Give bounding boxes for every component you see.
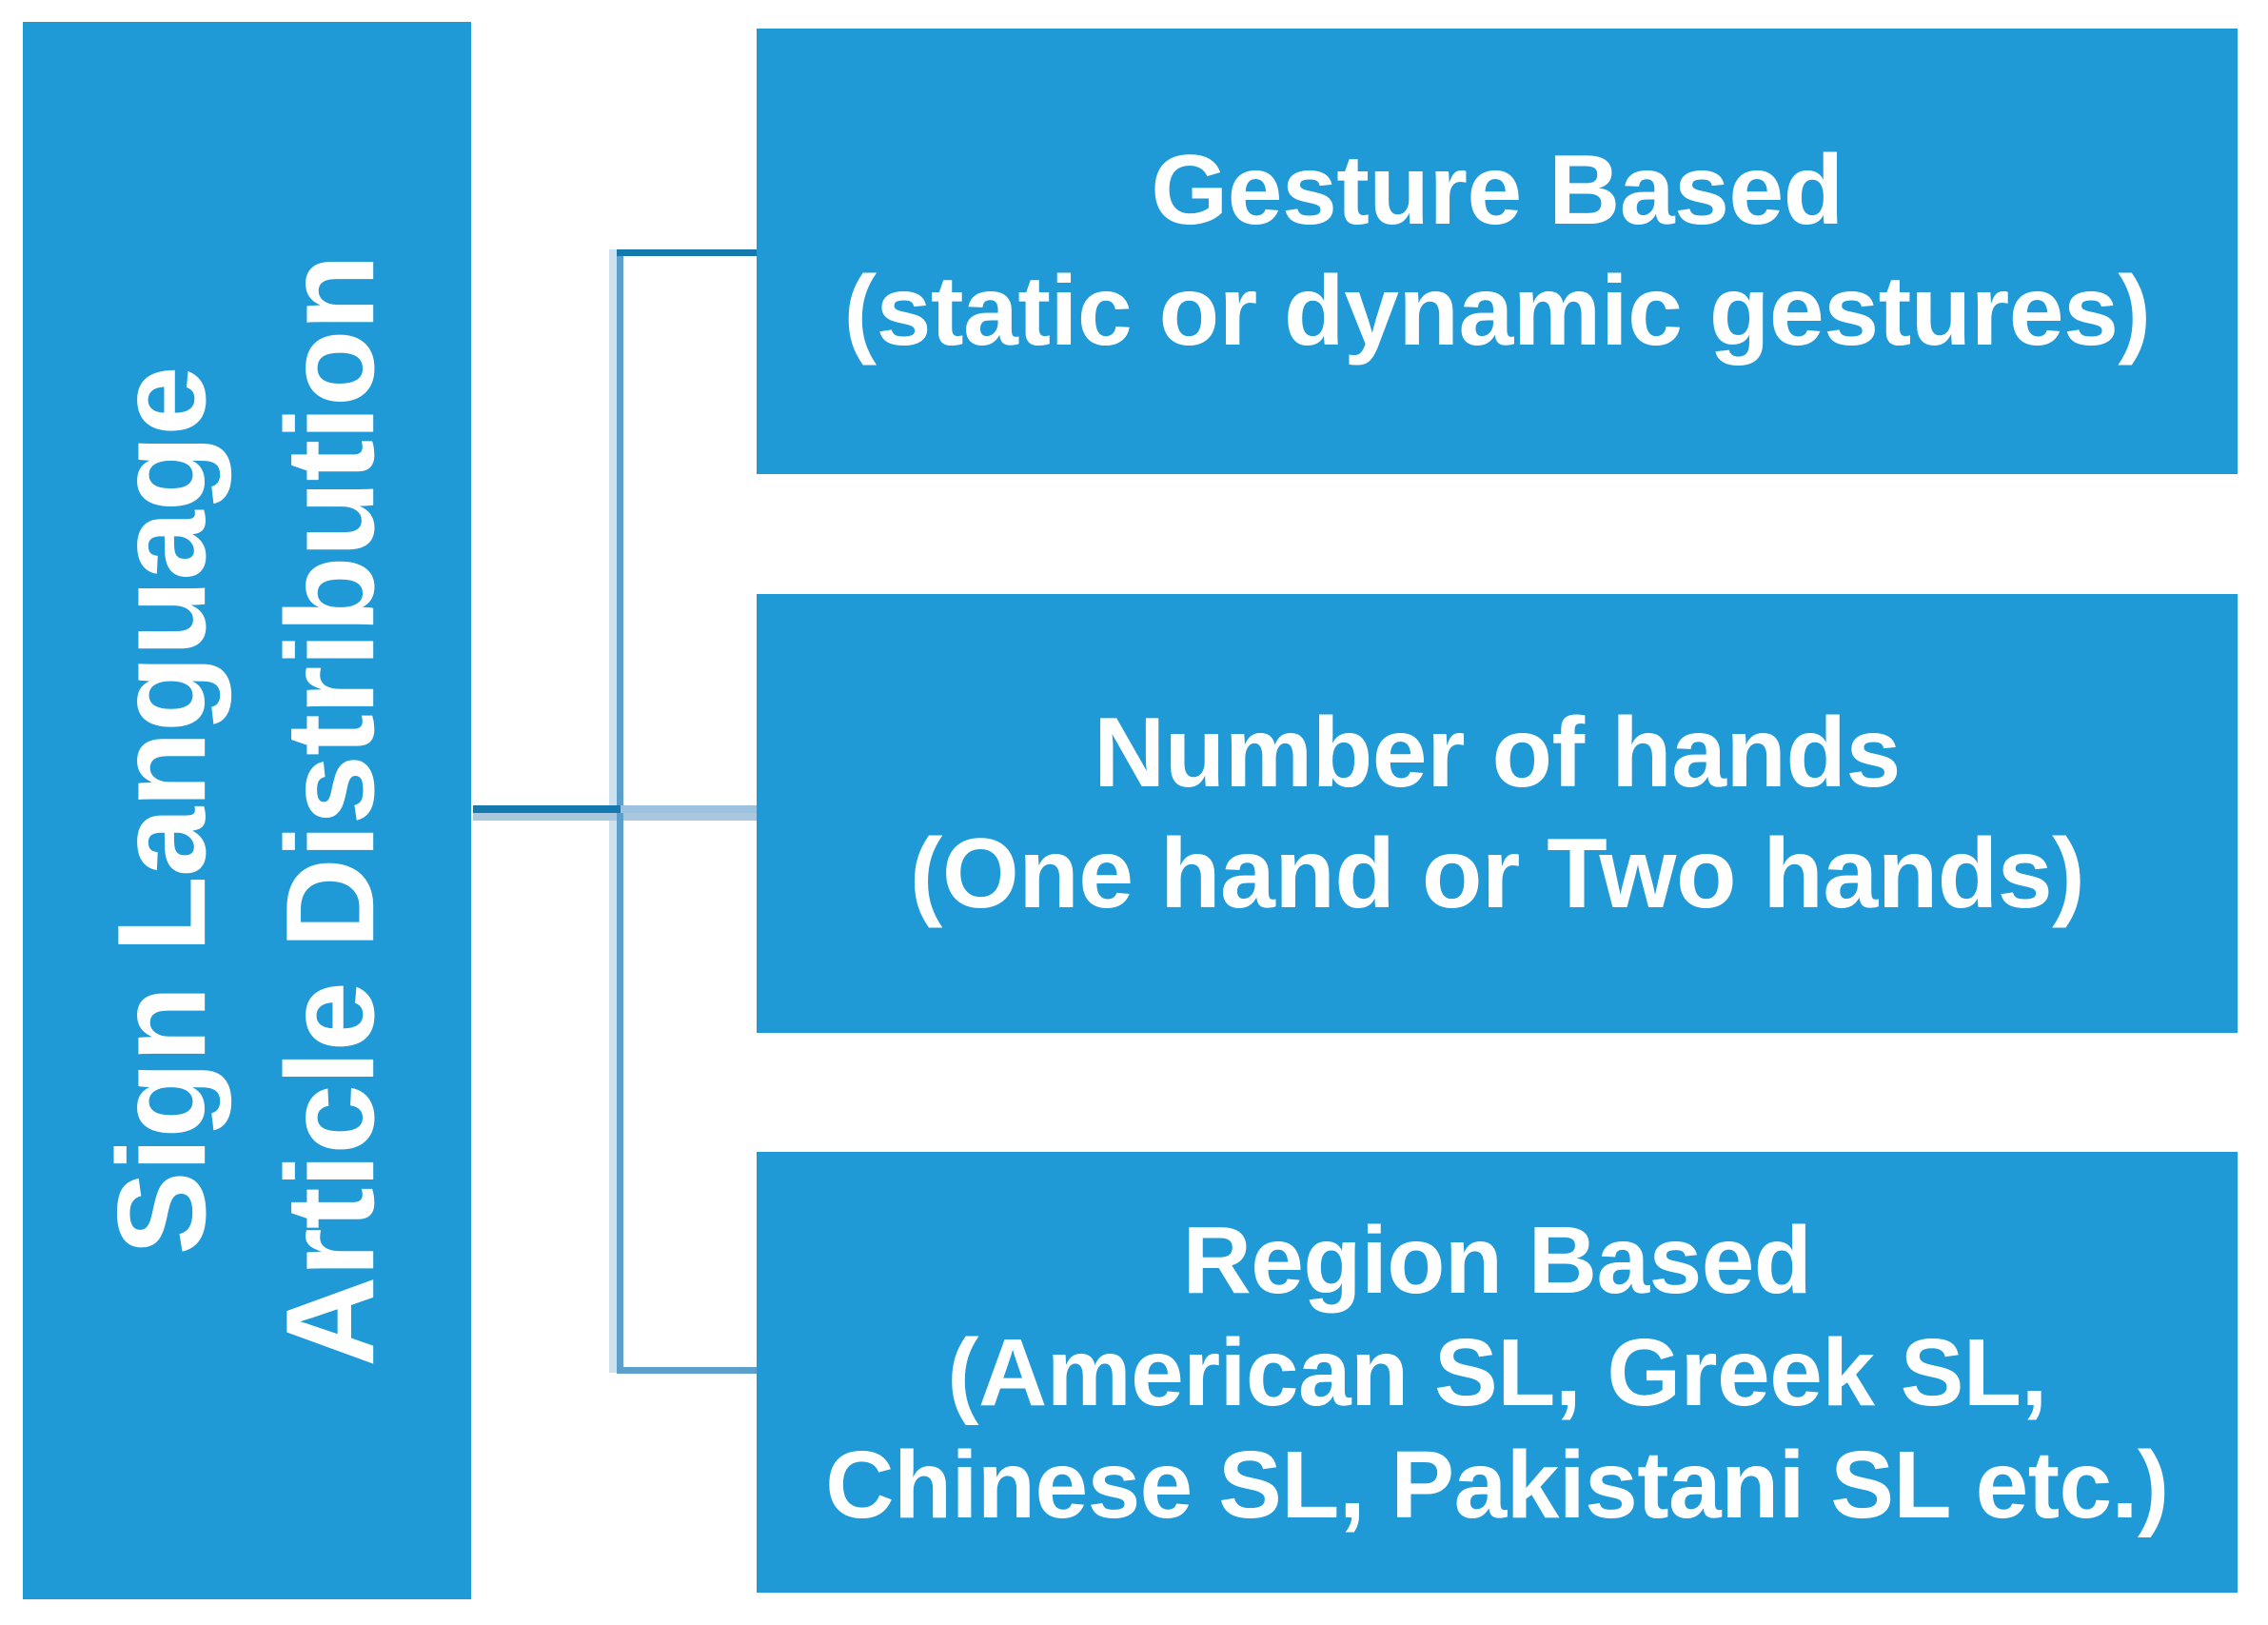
connector-root-stub [473,805,621,813]
child-node-number-of-hands[interactable]: Number of hands (One hand or Two hands) [757,594,2238,1033]
child-node-number-of-hands-line1: Number of hands [1094,697,1901,808]
child-node-number-of-hands-line2: (One hand or Two hands) [909,818,2085,929]
connector-branch-gesture-based [617,249,759,256]
child-node-region-based-line2: (American SL, Greek SL, [947,1318,2047,1426]
connector-branch-number-of-hands [621,805,759,813]
root-node-label-line1: Sign Language [91,366,232,1256]
child-node-region-based[interactable]: Region Based (American SL, Greek SL, Chi… [757,1152,2238,1593]
child-node-number-of-hands-label: Number of hands (One hand or Two hands) [910,693,2085,935]
root-node-label: Sign Language Article Distribution [79,254,416,1366]
child-node-region-based-line3: Chinese SL, Pakistani SL etc.) [825,1431,2169,1538]
root-node-sign-language-article-distribution[interactable]: Sign Language Article Distribution [23,22,471,1599]
child-node-region-based-label: Region Based (American SL, Greek SL, Chi… [825,1204,2169,1541]
child-node-gesture-based-line2: (static or dynamic gestures) [843,256,2151,367]
child-node-gesture-based-line1: Gesture Based [1151,135,1844,247]
child-node-gesture-based[interactable]: Gesture Based (static or dynamic gesture… [757,29,2238,474]
connector-middle-halo [473,813,759,821]
child-node-gesture-based-label: Gesture Based (static or dynamic gesture… [843,130,2151,372]
root-node-label-line2: Article Distribution [260,254,401,1367]
child-node-region-based-line1: Region Based [1182,1206,1812,1314]
connector-branch-region-based [617,1367,759,1374]
